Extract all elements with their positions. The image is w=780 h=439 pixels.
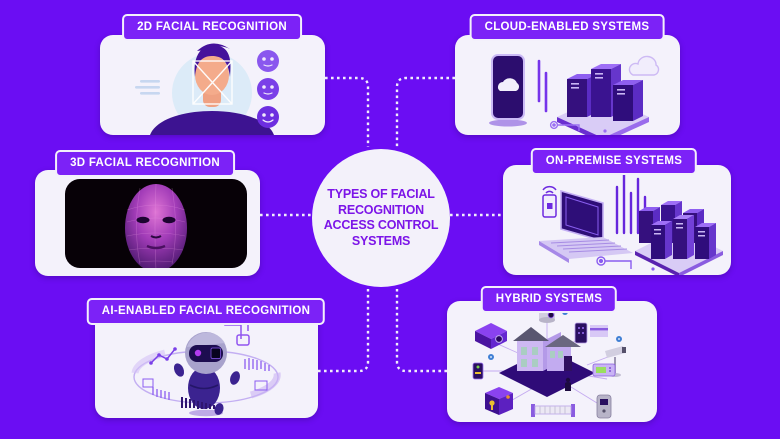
card-cloud-enabled-systems bbox=[455, 35, 680, 135]
signal-lines-icon bbox=[615, 171, 647, 235]
door-reader-icon bbox=[596, 394, 612, 419]
emotion-badges-icon bbox=[257, 50, 279, 128]
face-mesh-lines-icon bbox=[126, 183, 186, 268]
server-racks-icon bbox=[635, 201, 723, 275]
center-title-line: TYPES OF FACIAL bbox=[327, 187, 435, 201]
cloud-icon bbox=[628, 55, 660, 76]
label-hybrid-systems: HYBRID SYSTEMS bbox=[480, 286, 618, 313]
circuit-node-icon bbox=[549, 120, 607, 133]
card-ai-enabled-facial-recognition bbox=[95, 309, 318, 418]
house-icon bbox=[499, 327, 595, 397]
connector-bottom-right bbox=[395, 289, 447, 373]
center-title-line: SYSTEMS bbox=[351, 233, 411, 248]
label-2d-facial-recognition: 2D FACIAL RECOGNITION bbox=[122, 14, 302, 41]
man-face-scan-illustration bbox=[135, 43, 279, 135]
smartphone-icon bbox=[489, 54, 527, 127]
card-2d-facial-recognition bbox=[100, 35, 325, 135]
list-lines-icon bbox=[135, 80, 160, 95]
center-title-line: RECOGNITION bbox=[338, 202, 424, 217]
access-panel-icon bbox=[574, 322, 608, 344]
label-on-premise-systems: ON-PREMISE SYSTEMS bbox=[530, 148, 698, 175]
ai-robot-illustration bbox=[131, 311, 281, 417]
signal-lines-icon bbox=[537, 59, 548, 113]
card-on-premise-systems bbox=[503, 165, 731, 275]
laptop-server-racks-illustration bbox=[539, 171, 723, 275]
circuit-node-icon bbox=[596, 256, 655, 271]
phone-cloud-servers-illustration bbox=[489, 54, 660, 135]
face-scan-frame-icon bbox=[192, 60, 233, 105]
laptop-icon bbox=[539, 189, 633, 263]
projector-box-icon bbox=[475, 323, 507, 349]
connector-top-left bbox=[325, 76, 370, 147]
wall-reader-icon bbox=[472, 362, 484, 380]
connector-bottom-left bbox=[318, 289, 370, 373]
mini-chart-icon bbox=[149, 347, 177, 365]
center-title-line: ACCESS CONTROL bbox=[323, 218, 439, 232]
keypad-icon bbox=[592, 363, 616, 377]
wifi-lock-phone-icon bbox=[542, 185, 557, 218]
label-3d-facial-recognition: 3D FACIAL RECOGNITION bbox=[55, 150, 235, 177]
smart-home-security-illustration bbox=[472, 307, 626, 419]
3d-face-mesh-photo bbox=[65, 179, 247, 268]
label-ai-enabled-facial-recognition: AI-ENABLED FACIAL RECOGNITION bbox=[86, 298, 326, 325]
card-3d-facial-recognition bbox=[35, 170, 260, 276]
server-towers-icon bbox=[557, 64, 649, 135]
center-title-circle: TYPES OF FACIAL RECOGNITION ACCESS CONTR… bbox=[312, 149, 450, 287]
equalizer-bars-icon bbox=[181, 397, 215, 409]
card-hybrid-systems bbox=[447, 301, 657, 422]
robot-icon bbox=[173, 332, 240, 417]
label-cloud-enabled-systems: CLOUD-ENABLED SYSTEMS bbox=[469, 14, 665, 41]
man-avatar-icon bbox=[150, 43, 274, 135]
turnstile-lock-icon bbox=[485, 387, 513, 415]
gate-barrier-icon bbox=[531, 404, 575, 417]
connector-top-right bbox=[395, 76, 455, 147]
